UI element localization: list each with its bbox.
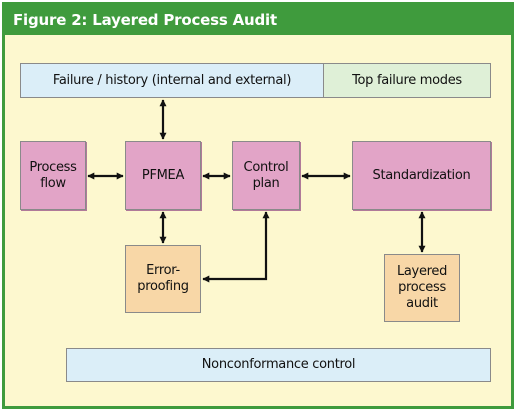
error-proofing-label-line2: proofing bbox=[137, 279, 189, 294]
lpa-label-line1: Layered bbox=[396, 264, 448, 279]
nonconformance-control-label: Nonconformance control bbox=[201, 357, 356, 372]
lpa-label-line2: process bbox=[398, 280, 446, 295]
top-failure-modes-box: Top failure modes bbox=[323, 63, 491, 98]
layered-process-audit-box: Layered process audit bbox=[384, 254, 460, 322]
failure-history-label: Failure / history (internal and external… bbox=[52, 72, 292, 88]
top-failure-modes-label: Top failure modes bbox=[352, 72, 462, 88]
control-plan-box: Control plan bbox=[232, 141, 300, 210]
nonconformance-control-box: Nonconformance control bbox=[66, 348, 491, 382]
error-proofing-label-line1: Error- bbox=[146, 263, 180, 278]
figure-title: Figure 2: Layered Process Audit bbox=[13, 11, 277, 29]
lpa-label-line3: audit bbox=[406, 296, 438, 311]
pfmea-box: PFMEA bbox=[125, 141, 201, 210]
process-flow-label-line1: Process bbox=[29, 159, 77, 175]
error-proofing-box: Error- proofing bbox=[125, 245, 201, 313]
pfmea-label: PFMEA bbox=[141, 167, 185, 183]
arrow-errorproofing-control bbox=[202, 211, 270, 283]
control-plan-label-line1: Control bbox=[243, 159, 289, 175]
process-flow-box: Process flow bbox=[20, 141, 86, 210]
process-flow-label-line2: flow bbox=[40, 175, 66, 191]
standardization-label: Standardization bbox=[372, 167, 471, 183]
title-bar: Figure 2: Layered Process Audit bbox=[5, 5, 511, 35]
standardization-box: Standardization bbox=[352, 141, 491, 210]
control-plan-label-line2: plan bbox=[252, 175, 280, 191]
